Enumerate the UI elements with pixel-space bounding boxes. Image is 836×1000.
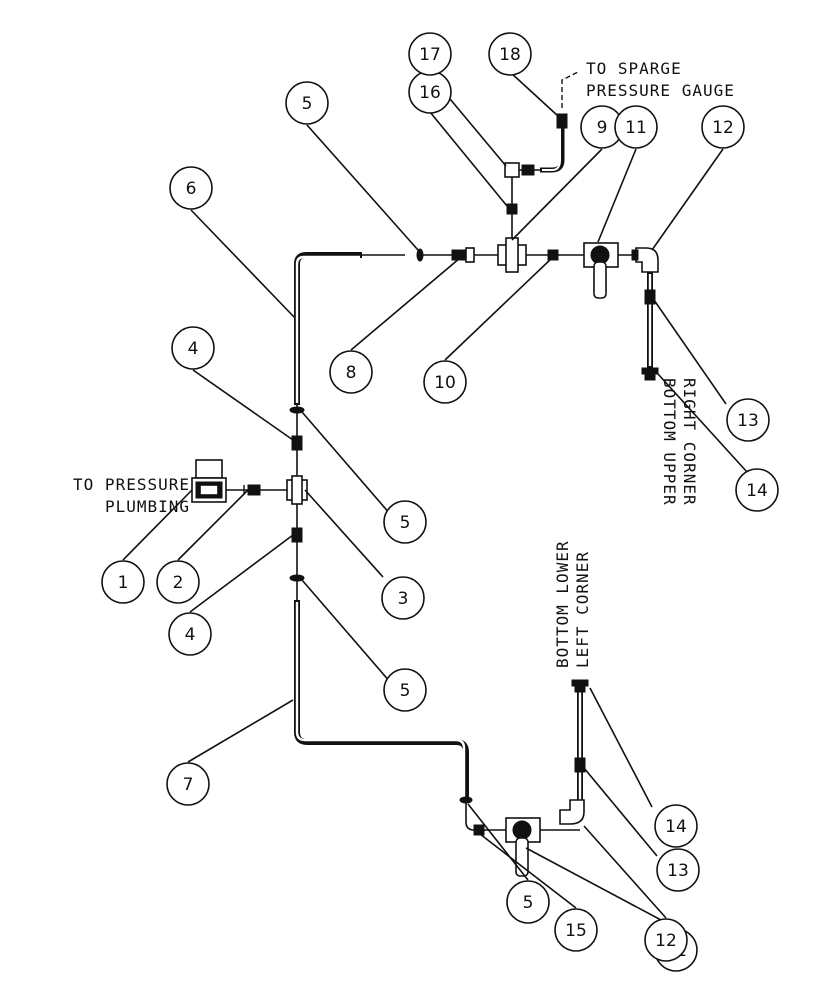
svg-text:PRESSURE GAUGE: PRESSURE GAUGE [586, 81, 735, 100]
callout-2: 2 [156, 560, 200, 604]
callout-5-top: 5 [285, 81, 329, 125]
svg-text:15: 15 [565, 921, 587, 941]
street-elbow-17 [504, 162, 535, 178]
piping [225, 71, 653, 831]
svg-text:7: 7 [183, 775, 194, 795]
bushing-16 [506, 203, 518, 215]
svg-text:12: 12 [712, 118, 734, 138]
callout-7: 7 [166, 762, 210, 806]
hose-6-inner [295, 255, 360, 403]
bulkhead-14-upper [641, 367, 659, 381]
svg-text:14: 14 [746, 481, 768, 501]
svg-text:11: 11 [625, 118, 647, 138]
callout-3: 3 [381, 576, 425, 620]
svg-text:13: 13 [737, 411, 759, 431]
elbow-12-lower [559, 799, 585, 825]
clamp-5-bottom [459, 796, 473, 804]
svg-text:14: 14 [665, 817, 687, 837]
svg-text:17: 17 [419, 45, 441, 65]
svg-text:4: 4 [185, 625, 196, 645]
svg-text:16: 16 [419, 83, 441, 103]
callout-14-lower: 14 [654, 804, 698, 848]
callout-5-upper: 5 [383, 500, 427, 544]
nipple-10 [547, 249, 559, 261]
note-bottom-upper-right: BOTTOM UPPER RIGHT CORNER [660, 378, 699, 506]
svg-text:5: 5 [400, 681, 411, 701]
callout-12-lower: 12 [644, 918, 688, 962]
note-pressure: TO PRESSURE PLUMBING [73, 475, 190, 516]
barb-4-lower [291, 527, 303, 543]
svg-text:12: 12 [655, 931, 677, 951]
svg-text:1: 1 [118, 573, 129, 593]
svg-text:5: 5 [523, 893, 534, 913]
fittings [191, 113, 659, 877]
callout-17: 17 [408, 32, 452, 76]
gauge-dashed-lead [561, 71, 579, 108]
svg-text:BOTTOM LOWER: BOTTOM LOWER [553, 540, 572, 668]
callout-4-lower: 4 [168, 612, 212, 656]
callout-5-lower: 5 [383, 668, 427, 712]
svg-text:6: 6 [186, 179, 197, 199]
nipple-15 [473, 824, 485, 836]
barb-13-lower [574, 757, 586, 773]
callout-13-upper: 13 [726, 398, 770, 442]
callout-11-upper: 11 [614, 105, 658, 149]
callout-9: 9 [580, 105, 624, 149]
svg-text:13: 13 [667, 861, 689, 881]
ball-valve-11-lower [505, 817, 541, 877]
solenoid-valve-1 [191, 459, 227, 503]
callout-13-lower: 13 [656, 848, 700, 892]
svg-text:9: 9 [597, 118, 608, 138]
clamp-5-upper [289, 406, 305, 414]
svg-text:BOTTOM UPPER: BOTTOM UPPER [660, 378, 679, 506]
hose-7-inner [295, 602, 466, 798]
callout-8: 8 [329, 350, 373, 394]
svg-text:18: 18 [499, 45, 521, 65]
callout-6: 6 [169, 166, 213, 210]
gauge-hose [540, 122, 565, 173]
barb-8 [451, 247, 475, 263]
svg-text:RIGHT CORNER: RIGHT CORNER [680, 378, 699, 506]
svg-text:TO PRESSURE: TO PRESSURE [73, 475, 190, 494]
svg-text:8: 8 [346, 363, 357, 383]
svg-text:10: 10 [434, 373, 456, 393]
callout-16: 16 [408, 70, 452, 114]
barb-13-upper [644, 289, 656, 305]
gauge-fitting-18 [556, 113, 568, 129]
svg-text:4: 4 [188, 339, 199, 359]
callout-14-upper: 14 [735, 468, 779, 512]
svg-text:5: 5 [302, 94, 313, 114]
callout-12-upper: 12 [701, 105, 745, 149]
clamp-5-top [416, 248, 424, 262]
svg-text:LEFT CORNER: LEFT CORNER [573, 551, 592, 668]
note-bottom-lower-left: BOTTOM LOWER LEFT CORNER [553, 540, 592, 668]
barb-4-upper [291, 435, 303, 451]
callout-10: 10 [423, 360, 467, 404]
svg-text:2: 2 [173, 573, 184, 593]
bulkhead-14-lower [571, 679, 589, 693]
callout-4-upper: 4 [171, 326, 215, 370]
leader-lines [122, 71, 748, 929]
tee-3 [286, 475, 308, 505]
svg-text:3: 3 [398, 589, 409, 609]
elbow-12-upper [631, 247, 659, 273]
clamp-5-lower [289, 574, 305, 582]
tee-9 [497, 237, 527, 273]
ball-valve-11-upper [583, 242, 619, 299]
svg-text:5: 5 [400, 513, 411, 533]
callout-15: 15 [554, 908, 598, 952]
callout-5-bottom: 5 [506, 880, 550, 924]
callout-18: 18 [488, 32, 532, 76]
note-sparge: TO SPARGE PRESSURE GAUGE [586, 59, 735, 100]
svg-text:TO SPARGE: TO SPARGE [586, 59, 682, 78]
svg-text:PLUMBING: PLUMBING [105, 497, 190, 516]
hose-7 [294, 600, 469, 800]
callout-1: 1 [101, 560, 145, 604]
